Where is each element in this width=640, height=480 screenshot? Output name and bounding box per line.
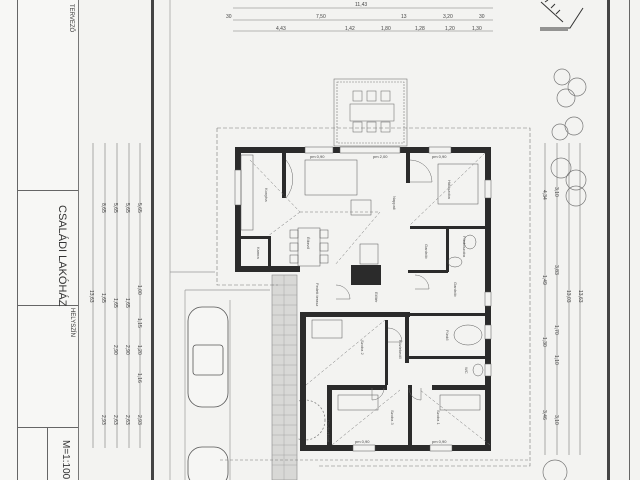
room-label-kitchen: Konyha <box>264 188 269 202</box>
dim-left: 2,63 <box>112 415 118 425</box>
dim-top: 13 <box>401 14 407 20</box>
room-label-room-3: Szoba 3 <box>390 410 395 425</box>
car-icons <box>187 306 229 480</box>
dim-top: 7,50 <box>316 14 326 20</box>
designer-label: TERVEZŐ <box>68 4 74 33</box>
dim-top: 30 <box>479 14 485 20</box>
dim-left: 1,65 <box>124 298 130 308</box>
dim-right: 1,49 <box>541 275 547 285</box>
dim-left: 2,63 <box>124 415 130 425</box>
title-block-divider <box>18 305 78 306</box>
dim-left-overall: 13,63 <box>88 290 94 303</box>
title-block-divider <box>18 190 78 191</box>
dim-right: 4,34 <box>541 190 547 200</box>
room-label-porch: Fedett terasz <box>315 283 320 307</box>
dim-top: 1,30 <box>472 26 482 32</box>
dim-left: 1,65 <box>112 298 118 308</box>
room-label-living: Nappali <box>392 196 397 210</box>
dim-top: 1,20 <box>445 26 455 32</box>
dim-left: 5,65 <box>136 203 142 213</box>
dim-left: 2,93 <box>136 415 142 425</box>
furniture <box>240 154 484 411</box>
room-label-wc: WC <box>464 367 469 374</box>
dim-overall-width: 11,43 <box>355 2 368 8</box>
dim-top: 1,42 <box>345 26 355 32</box>
room-label-corridor: Közlekedő <box>398 340 403 359</box>
scale-label: M=1:100 <box>60 440 71 480</box>
dim-left: 5,65 <box>124 203 130 213</box>
title-block-divider <box>17 0 18 480</box>
room-label-hall: Előtér <box>374 292 379 303</box>
room-label-wardrobe-2: Gardrób <box>453 282 458 297</box>
dim-right: 1,10 <box>553 355 559 365</box>
room-label-room-1: Szoba 1 <box>436 410 441 425</box>
dim-left: 1,16 <box>136 373 142 383</box>
room-label-dining: Étkező <box>306 237 311 250</box>
project-title: CSALÁDI LAKÓHÁZ <box>56 205 68 307</box>
terrace-pergola <box>333 78 408 147</box>
dim-left: 5,65 <box>112 203 118 213</box>
title-block: TERVEZŐ CSALÁDI LAKÓHÁZ HELYSZÍN M=1:100 <box>0 0 79 480</box>
title-block-divider <box>47 427 48 480</box>
drawing-frame-outer <box>629 0 630 480</box>
dim-right: 3,10 <box>553 187 559 197</box>
dim-right: 3,46 <box>541 410 547 420</box>
room-label-pantry: Kamra <box>256 247 261 259</box>
dim-right: 1,30 <box>541 337 547 347</box>
dim-right: 13,03 <box>565 290 571 303</box>
dim-top: 30 <box>226 14 232 20</box>
window-label: pm 0,90 <box>432 154 447 159</box>
dim-right: 3,10 <box>553 415 559 425</box>
dim-left: 1,20 <box>136 345 142 355</box>
dim-left: 1,00 <box>136 285 142 295</box>
room-label-ensuite: Fürdőszoba <box>462 236 467 258</box>
dim-top: 1,80 <box>381 26 391 32</box>
drawing-frame-left <box>151 0 154 480</box>
window-label: pm 2,00 <box>373 154 388 159</box>
room-label-wardrobe: Gardrób <box>424 244 429 259</box>
dim-top: 1,28 <box>415 26 425 32</box>
dim-right-overall: 13,63 <box>577 290 583 303</box>
dim-top: 3,20 <box>443 14 453 20</box>
window-label: pm 0,90 <box>355 439 370 444</box>
room-label-master-bedroom: Hálószoba <box>447 180 452 199</box>
sheet-title: HELYSZÍN <box>69 308 75 337</box>
dim-left: 2,90 <box>112 345 118 355</box>
room-label-paving: Díszburkolat <box>326 420 331 443</box>
window-label: pm 0,90 <box>432 439 447 444</box>
paving-walkway <box>271 274 298 480</box>
dim-left: 1,15 <box>136 318 142 328</box>
room-label-bathroom: Fürdő <box>445 330 450 341</box>
dim-top: 4,43 <box>276 26 286 32</box>
dim-left: 1,65 <box>100 293 106 303</box>
door-swings <box>285 159 433 401</box>
drawing-frame-right <box>607 0 610 480</box>
dim-left: 2,93 <box>100 415 106 425</box>
window-label: pm 0,90 <box>310 154 325 159</box>
dim-left: 2,90 <box>124 345 130 355</box>
north-arrow-icon <box>540 0 584 31</box>
dim-right: 1,70 <box>553 325 559 335</box>
dim-left: 8,65 <box>100 203 106 213</box>
room-label-room-2: Szoba 2 <box>360 340 365 355</box>
title-block-divider <box>18 427 78 428</box>
dim-right: 3,83 <box>553 265 559 275</box>
